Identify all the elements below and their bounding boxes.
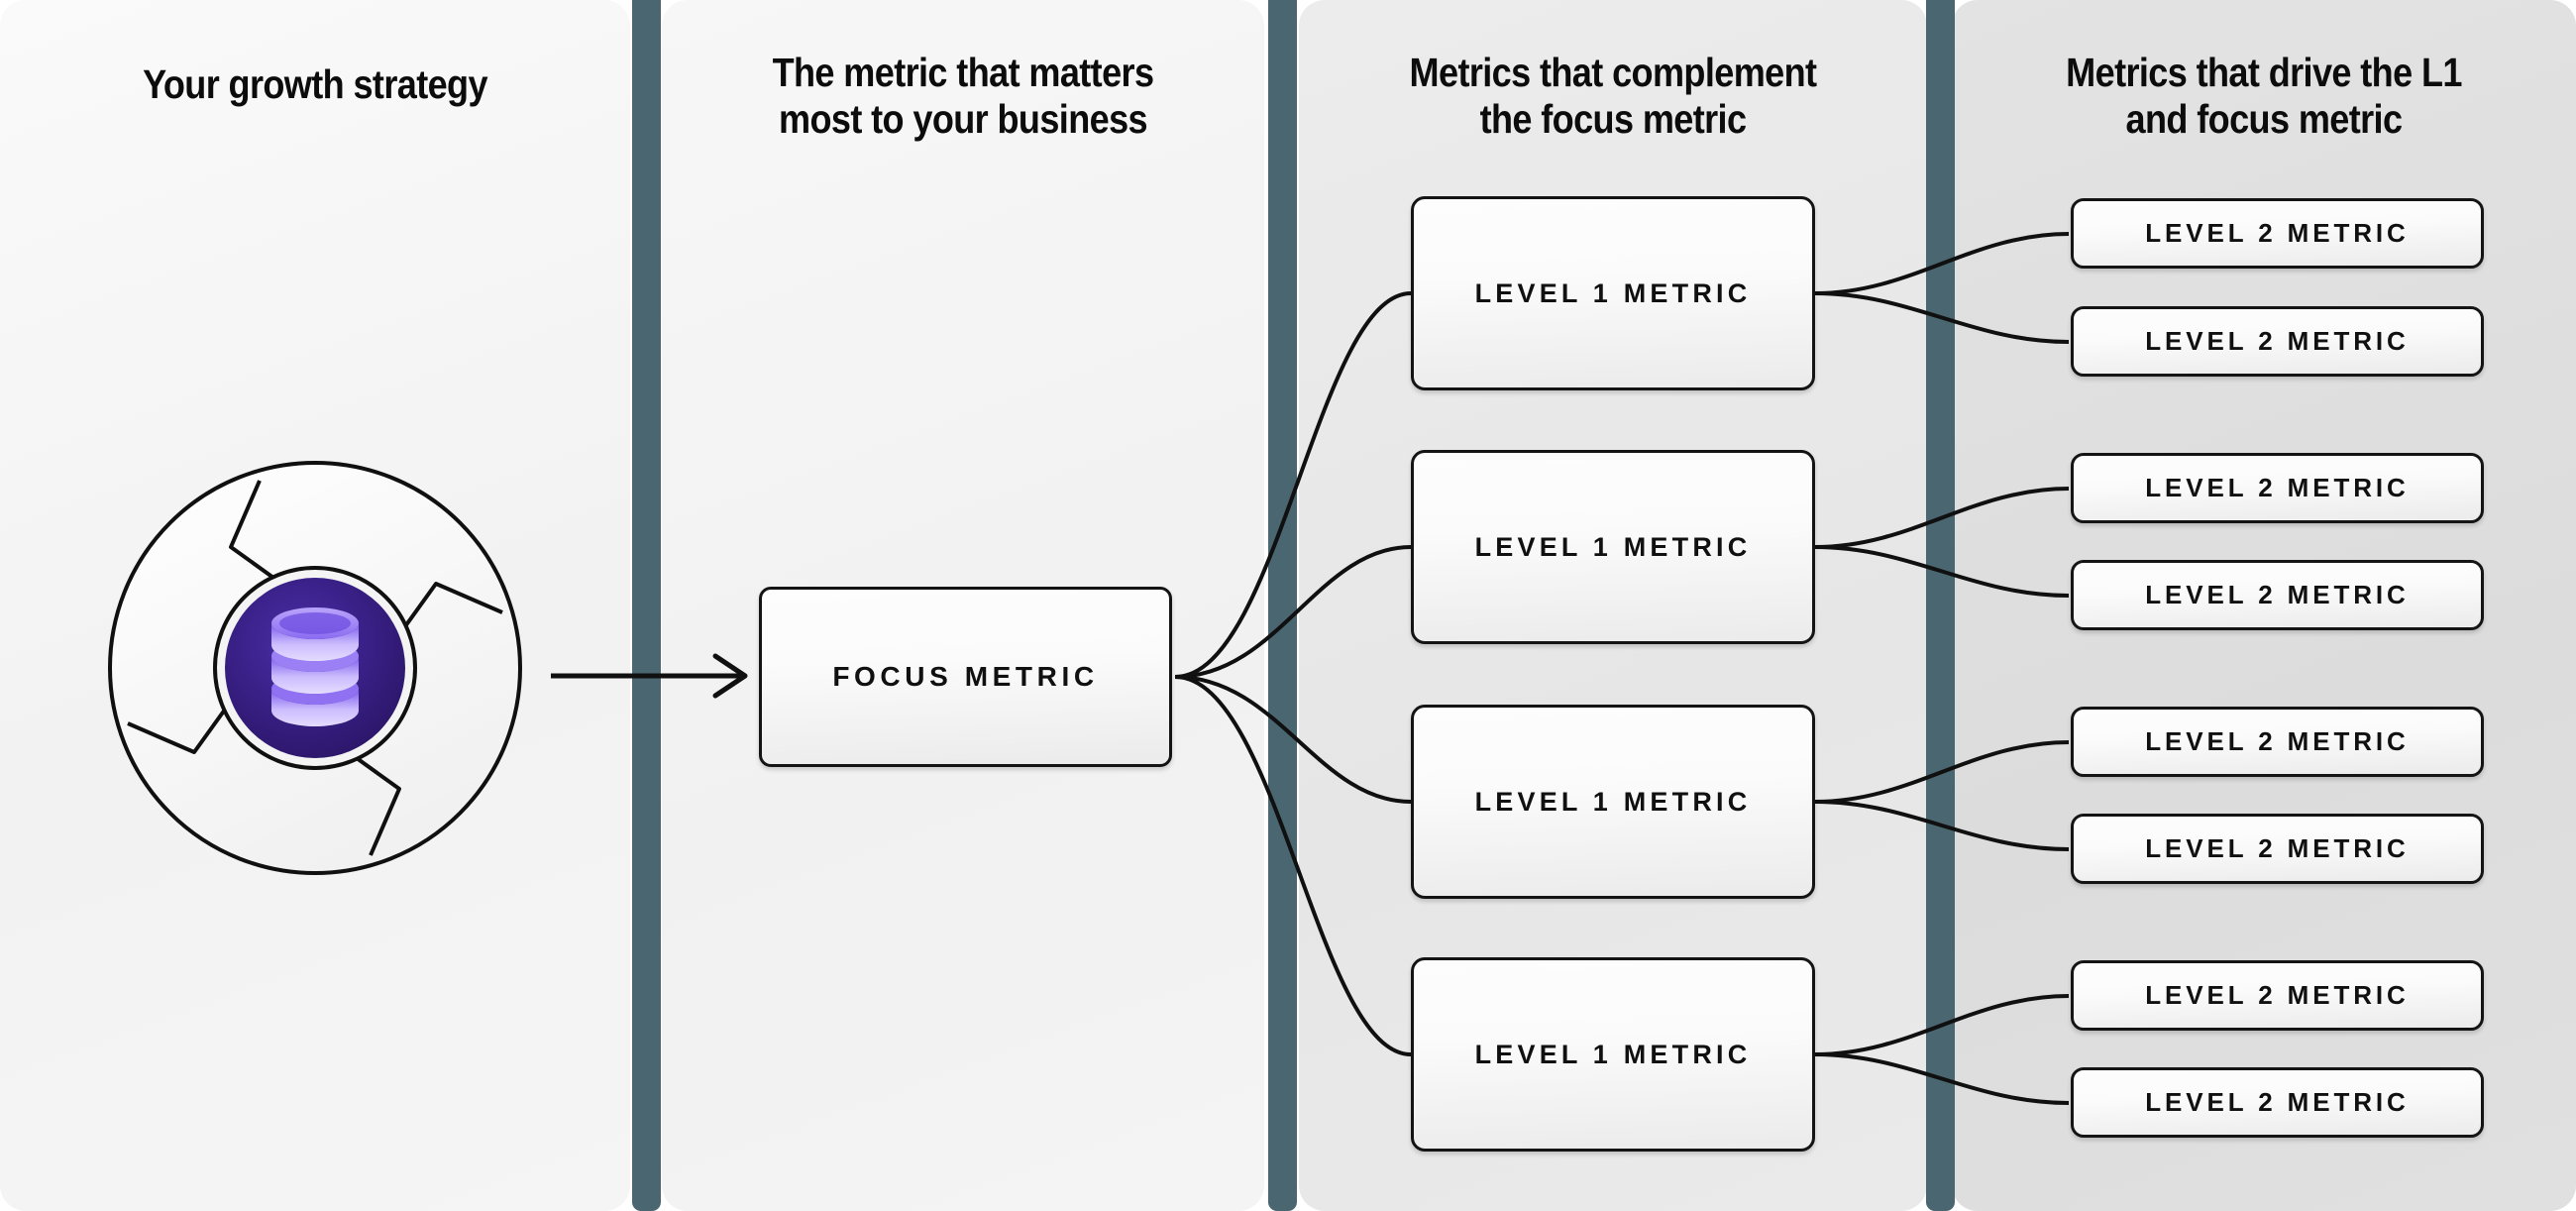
level-2-metric-label: LEVEL 2 METRIC (2145, 833, 2410, 863)
level-1-metric-box[interactable]: LEVEL 1 METRIC (1411, 196, 1815, 390)
column-header-level-1-metrics: Metrics that complement the focus metric (1337, 50, 1889, 143)
column-header-growth-strategy: Your growth strategy (38, 61, 592, 108)
level-2-metric-box[interactable]: LEVEL 2 METRIC (2071, 560, 2484, 630)
level-1-metric-box[interactable]: LEVEL 1 METRIC (1411, 705, 1815, 899)
column-header-focus-metric: The metric that matters most to your bus… (698, 50, 1228, 143)
level-2-metric-box[interactable]: LEVEL 2 METRIC (2071, 814, 2484, 884)
header-line: most to your business (779, 96, 1148, 143)
level-2-metric-label: LEVEL 2 METRIC (2145, 980, 2410, 1010)
level-2-metric-box[interactable]: LEVEL 2 METRIC (2071, 306, 2484, 377)
column-divider-2 (1268, 0, 1297, 1211)
level-2-metric-label: LEVEL 2 METRIC (2145, 726, 2410, 756)
level-2-metric-box[interactable]: LEVEL 2 METRIC (2071, 1067, 2484, 1138)
database-stack-icon (271, 607, 359, 726)
level-2-metric-label: LEVEL 2 METRIC (2145, 473, 2410, 502)
header-line: The metric that matters (772, 50, 1154, 95)
level-1-metric-box[interactable]: LEVEL 1 METRIC (1411, 450, 1815, 644)
level-2-metric-box[interactable]: LEVEL 2 METRIC (2071, 453, 2484, 523)
header-line: and focus metric (2125, 96, 2403, 143)
level-2-metric-label: LEVEL 2 METRIC (2145, 580, 2410, 609)
level-1-metric-box[interactable]: LEVEL 1 METRIC (1411, 957, 1815, 1152)
level-2-metric-box[interactable]: LEVEL 2 METRIC (2071, 198, 2484, 269)
level-1-metric-label: LEVEL 1 METRIC (1474, 1039, 1752, 1069)
level-2-metric-label: LEVEL 2 METRIC (2145, 326, 2410, 356)
focus-metric-box[interactable]: FOCUS METRIC (759, 587, 1172, 767)
header-line: Your growth strategy (143, 61, 487, 107)
focus-metric-label: FOCUS METRIC (832, 661, 1099, 692)
column-divider-1 (632, 0, 661, 1211)
header-line: the focus metric (1479, 96, 1747, 143)
level-2-metric-label: LEVEL 2 METRIC (2145, 1087, 2410, 1117)
header-line: Metrics that complement (1409, 50, 1817, 95)
level-2-metric-label: LEVEL 2 METRIC (2145, 218, 2410, 248)
level-1-metric-label: LEVEL 1 METRIC (1474, 531, 1752, 562)
level-2-metric-box[interactable]: LEVEL 2 METRIC (2071, 960, 2484, 1031)
level-1-metric-label: LEVEL 1 METRIC (1474, 277, 1752, 308)
level-2-metric-box[interactable]: LEVEL 2 METRIC (2071, 707, 2484, 777)
growth-strategy-graphic (108, 461, 522, 875)
column-divider-3 (1926, 0, 1955, 1211)
level-1-metric-label: LEVEL 1 METRIC (1474, 786, 1752, 817)
header-line: Metrics that drive the L1 (2066, 50, 2462, 95)
column-header-level-2-metrics: Metrics that drive the L1 and focus metr… (1989, 50, 2538, 143)
